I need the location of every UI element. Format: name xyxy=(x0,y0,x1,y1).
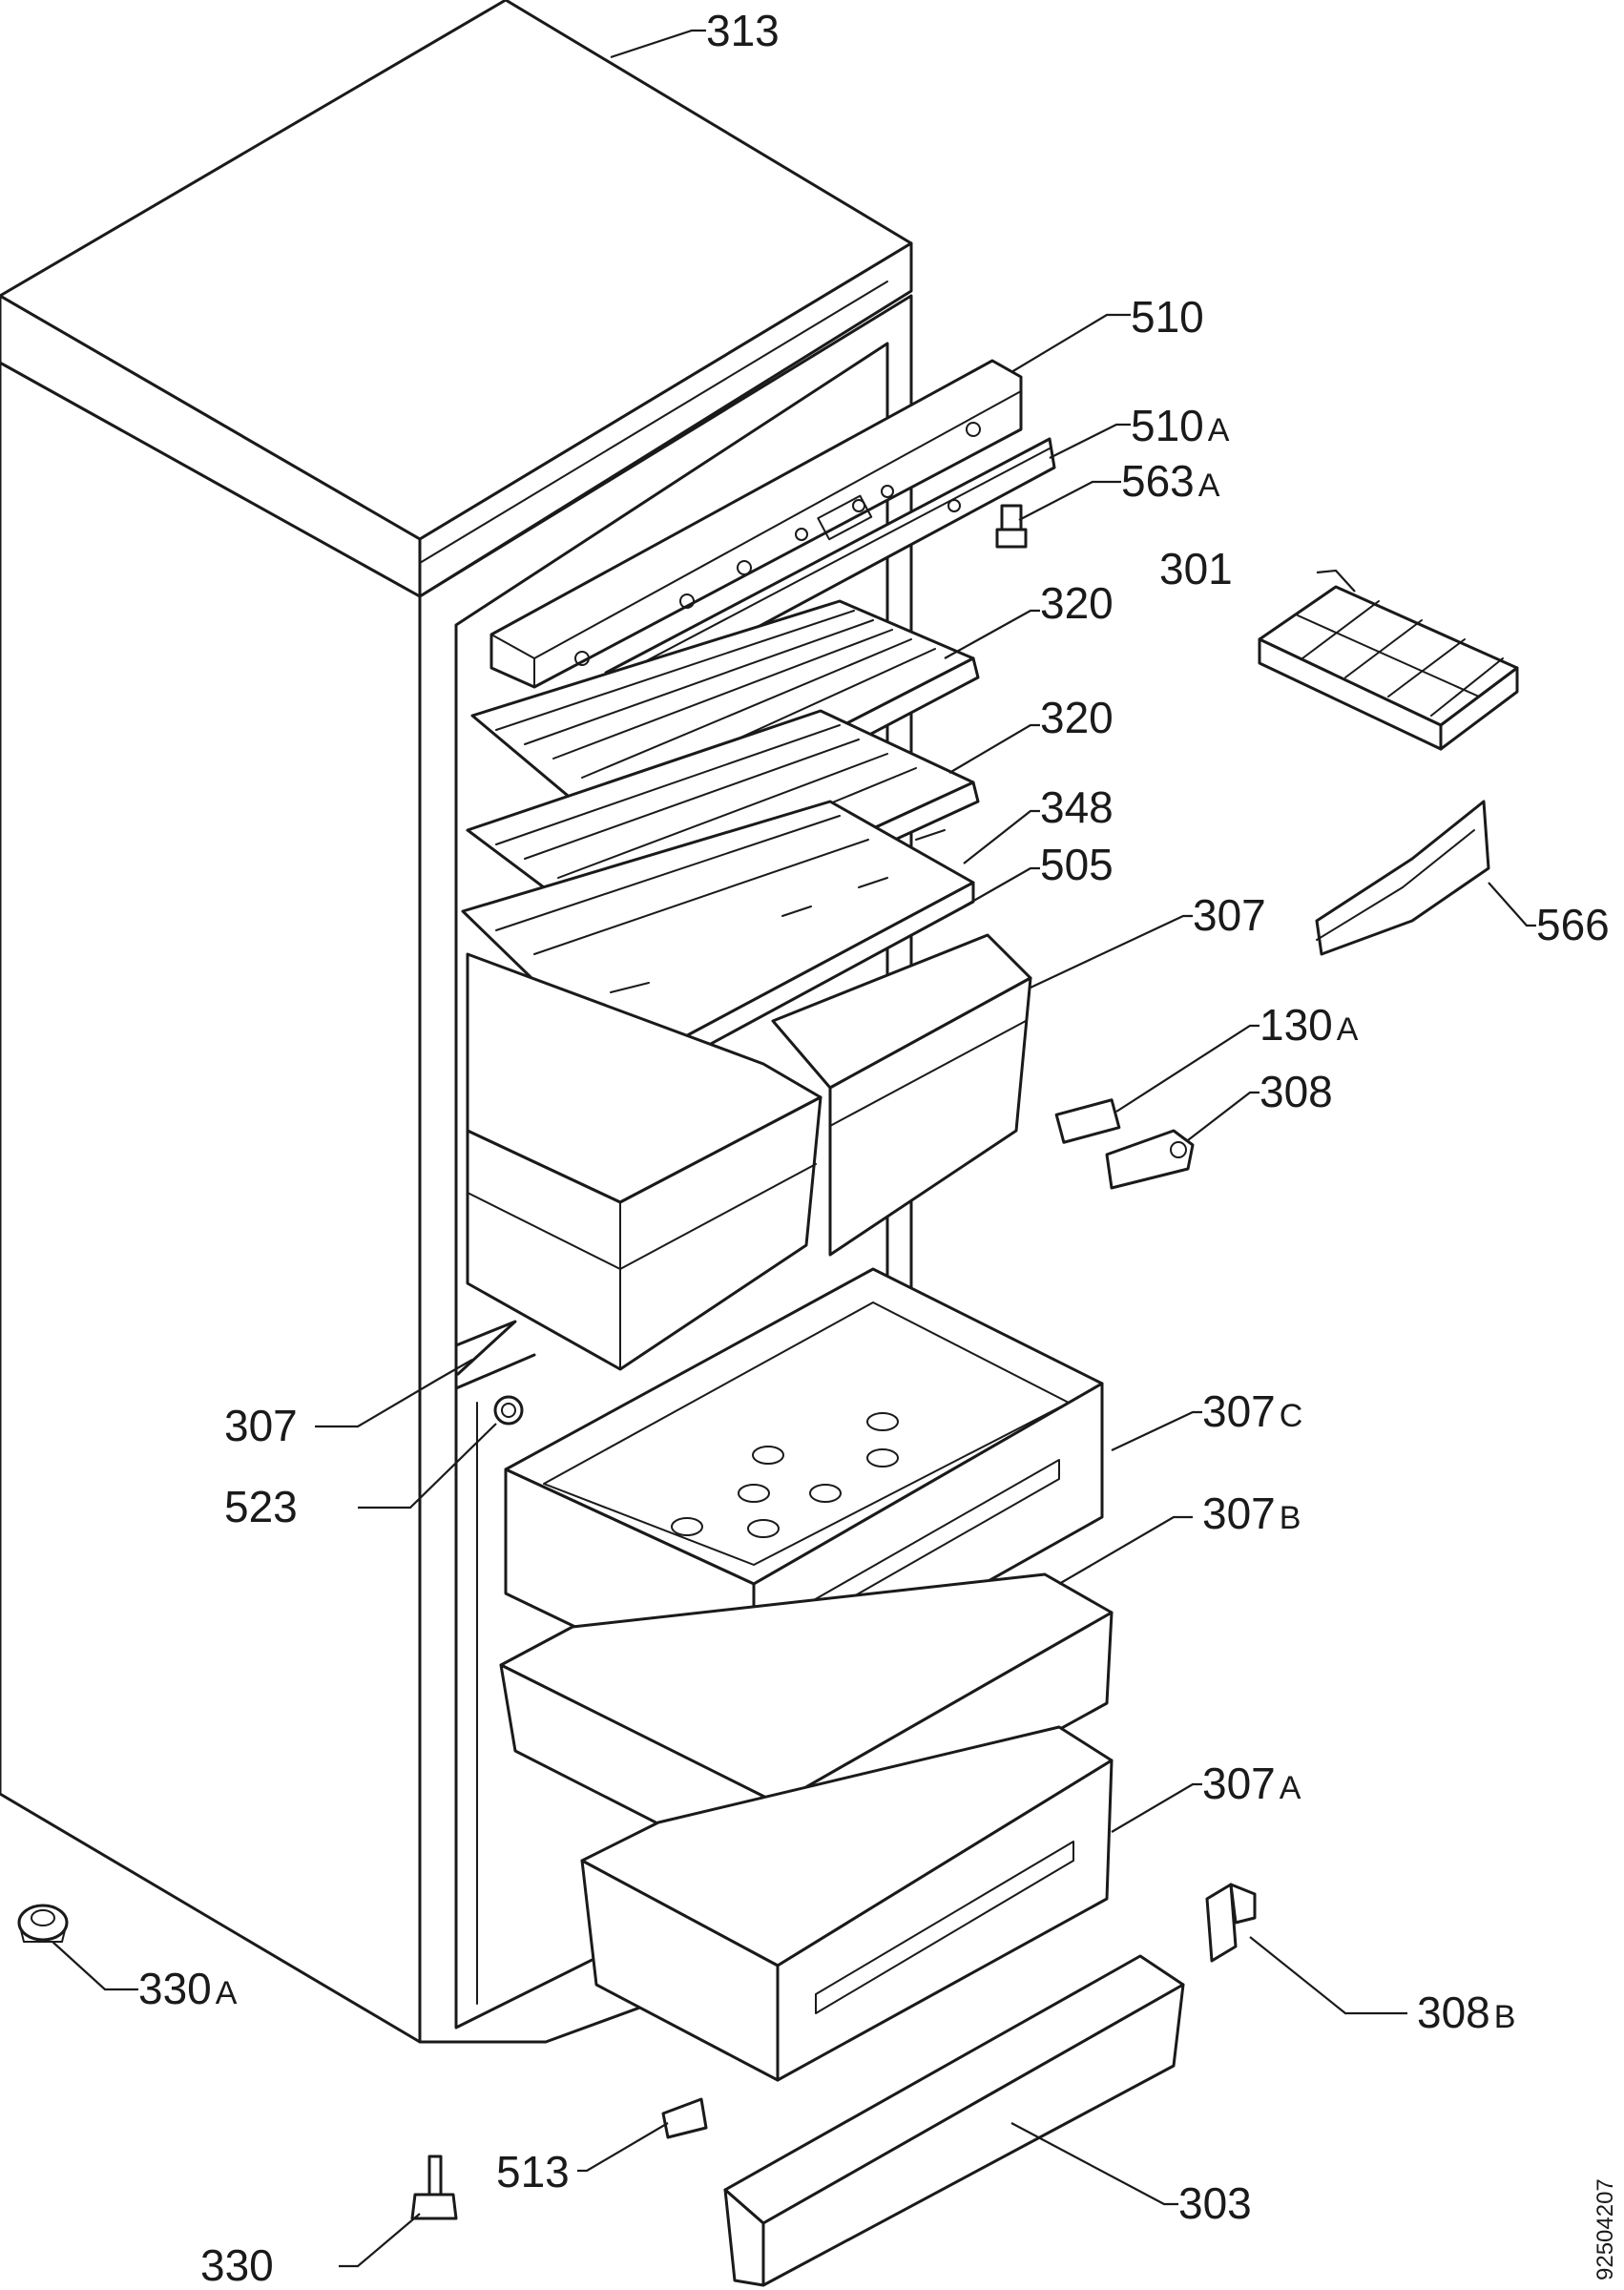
thermostat-knob xyxy=(493,1395,524,1426)
door-clip xyxy=(661,2097,708,2139)
lamp-socket xyxy=(995,504,1028,549)
ice-scraper xyxy=(1315,800,1490,956)
adjustable-foot xyxy=(17,1904,69,1943)
callout-348: 348 xyxy=(1040,782,1114,832)
top-cover xyxy=(0,0,913,598)
callout-523: 523 xyxy=(224,1482,298,1531)
callout-307-upper: 307 xyxy=(1193,890,1266,940)
callout-330: 330 xyxy=(200,2240,274,2290)
control-panel xyxy=(489,359,1023,689)
callout-320-upper: 320 xyxy=(1040,578,1114,628)
door-bin xyxy=(723,1954,1185,2287)
callout-303: 303 xyxy=(1178,2178,1252,2228)
hinge-upper xyxy=(1105,1129,1195,1190)
leader-lines xyxy=(52,29,1536,2268)
ice-tray xyxy=(1258,585,1519,751)
callout-505: 505 xyxy=(1040,840,1114,889)
callout-308: 308 xyxy=(1260,1067,1333,1116)
callout-513: 513 xyxy=(496,2147,570,2196)
drawing-code: 92504207 xyxy=(1593,2178,1618,2280)
callout-301: 301 xyxy=(1159,544,1233,593)
callout-566: 566 xyxy=(1536,900,1610,949)
hinge-lower xyxy=(1205,1883,1257,1963)
callout-307-left: 307 xyxy=(224,1401,298,1450)
freezer-drawer-right xyxy=(771,933,1032,1257)
callout-313: 313 xyxy=(706,6,780,55)
freezer-drawer-left xyxy=(466,952,822,1371)
crisper-drawer-bottom xyxy=(580,1725,1114,2082)
hinge-cover xyxy=(1054,1098,1121,1144)
callout-320-lower: 320 xyxy=(1040,693,1114,742)
callout-510: 510 xyxy=(1131,292,1204,342)
leveling-screw xyxy=(410,2155,458,2220)
